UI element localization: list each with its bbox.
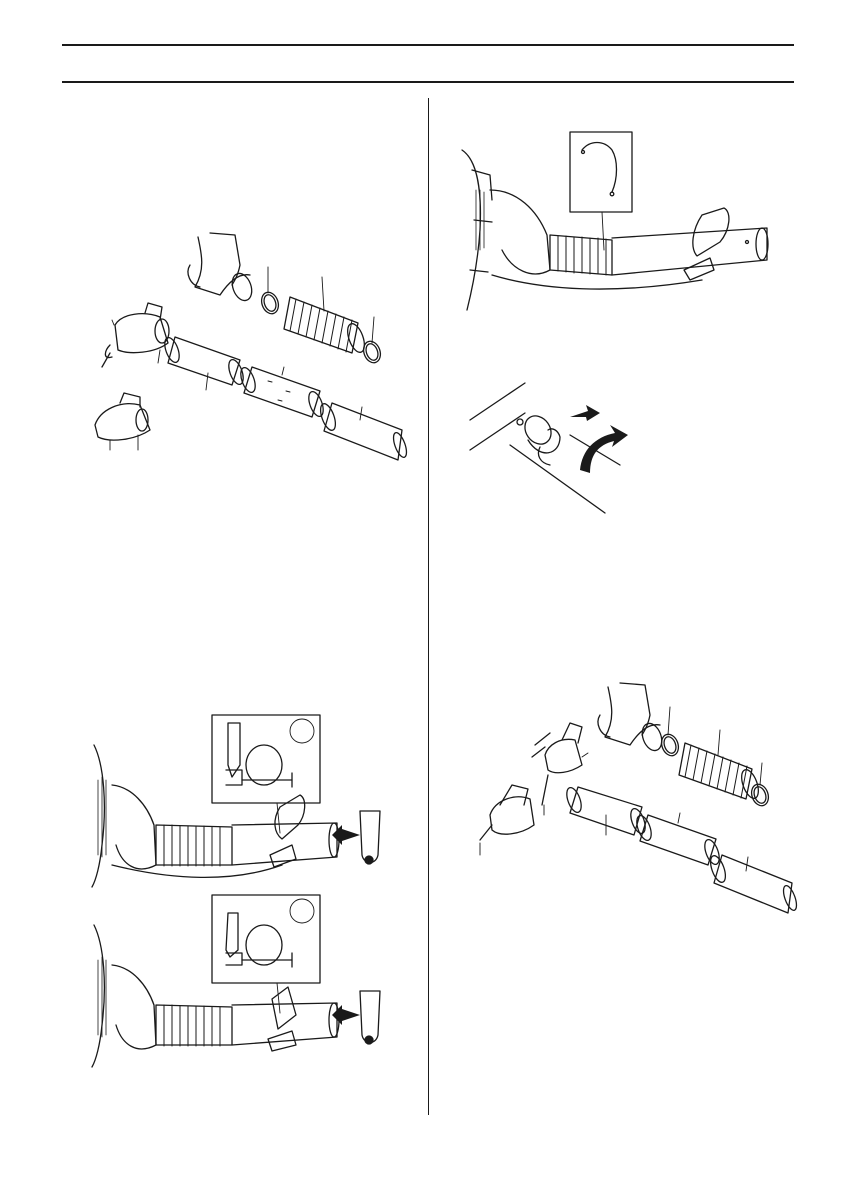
exploded-view-top-left [90,225,420,465]
nozzle-insert-locked [92,895,392,1070]
exploded-view-bottom-right [470,675,800,915]
header-rule-bottom [62,81,794,83]
header-rule-top [62,44,794,46]
nozzle-insert-unlocked [92,715,392,890]
assembled-tube-with-cable [462,130,772,315]
column-divider [428,98,429,1115]
tube-rotate-lock-detail [470,375,630,515]
